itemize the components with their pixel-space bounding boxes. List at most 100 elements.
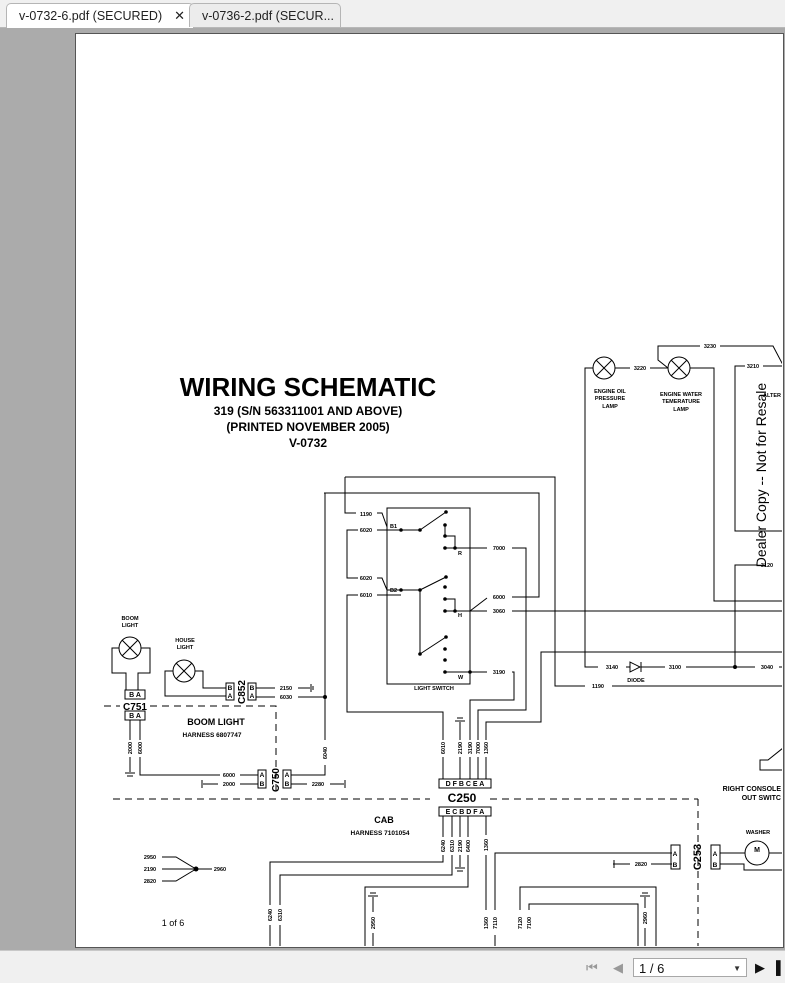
pin-label: A — [673, 851, 678, 858]
wire-label: 2280 — [312, 782, 324, 788]
c751-pins: B A — [129, 713, 141, 720]
wire-label: 2820 — [144, 879, 156, 885]
previous-page-icon[interactable]: ◀ — [613, 960, 623, 975]
diode-label: DIODE — [627, 678, 645, 684]
water-lamp-label: LAMP — [673, 407, 689, 413]
wire-label: 6240 — [268, 909, 274, 921]
wire-label: 6010 — [441, 742, 447, 754]
page-footer: 1 of 6 — [162, 918, 185, 928]
wire-label: 3060 — [493, 609, 505, 615]
wire-label: 3140 — [606, 665, 618, 671]
wire-label: 2950 — [144, 855, 156, 861]
page-indicator: 1 / 6 — [639, 961, 665, 976]
pin-label: A — [285, 772, 290, 779]
pin-label: B — [673, 862, 678, 869]
wire-label: 6400 — [466, 840, 472, 852]
house-light-label: HOUSE — [175, 638, 195, 644]
document-print-date: (PRINTED NOVEMBER 2005) — [226, 420, 389, 434]
c250-label: C250 — [448, 791, 477, 805]
boom-harness-number: HARNESS 6807747 — [183, 732, 242, 739]
c751-label: C751 — [123, 702, 147, 713]
boom-light-label: BOOM — [121, 616, 139, 622]
boom-light-label: LIGHT — [122, 623, 139, 629]
last-page-icon[interactable]: ▌ — [776, 960, 785, 975]
wire-label: 6000 — [223, 773, 235, 779]
wire-label: 2190 — [458, 840, 464, 852]
document-code: V-0732 — [289, 436, 327, 450]
light-switch-label: LIGHT SWITCH — [414, 686, 454, 692]
wire-label: 7000 — [493, 546, 505, 552]
water-lamp-label: TEMERATURE — [662, 399, 700, 405]
cab-harness-number: HARNESS 7101054 — [351, 830, 410, 837]
wire-label: 2960 — [643, 912, 649, 924]
wire-label: 6020 — [360, 528, 372, 534]
oil-lamp-label: LAMP — [602, 404, 618, 410]
c250-bottom-connector — [438, 806, 492, 817]
tab-v-0732-6[interactable]: v-0732-6.pdf (SECURED) ✕ — [6, 3, 194, 28]
wire-label: 6040 — [323, 747, 329, 759]
c852-label: C852 — [237, 680, 248, 704]
tab-v-0736-2[interactable]: v-0736-2.pdf (SECUR... — [189, 3, 341, 27]
wire-label: 7100 — [527, 917, 533, 929]
light-switch-box — [386, 507, 471, 685]
tab-bar: v-0732-6.pdf (SECURED) ✕ v-0736-2.pdf (S… — [0, 0, 785, 28]
wire-label: 1360 — [484, 839, 490, 851]
wire-label: 2190 — [458, 742, 464, 754]
c250-top-connector — [438, 778, 492, 789]
cab-harness-name: CAB — [374, 815, 394, 825]
pin-label: B — [713, 862, 718, 869]
wire-label: 3210 — [747, 364, 759, 370]
wire-label: 6310 — [450, 840, 456, 852]
page-navigation-bar: ⏮ ◀ 1 / 6 ▼ ▶ ▌ — [0, 950, 785, 983]
wire-label: 6000 — [138, 742, 144, 754]
wire-label: 7110 — [493, 917, 499, 929]
wire-label: 1190 — [360, 512, 372, 518]
next-page-icon[interactable]: ▶ — [755, 960, 765, 975]
pin-label: A — [713, 851, 718, 858]
wire-label: 6310 — [278, 909, 284, 921]
wire-label: 1190 — [592, 684, 604, 690]
wire-label: 3120 — [761, 563, 773, 569]
b1-label: B1 — [390, 524, 397, 530]
document-title: WIRING SCHEMATIC — [180, 372, 437, 402]
c250-top-pins: D F B C E A — [446, 781, 485, 788]
pin-label: A — [250, 693, 255, 700]
boom-harness-name: BOOM LIGHT — [187, 717, 245, 727]
pin-label: A — [228, 693, 233, 700]
wire-label: 7120 — [518, 917, 524, 929]
wire-label: 2000 — [223, 782, 235, 788]
wire-label: 6030 — [280, 695, 292, 701]
c253-label: C253 — [692, 844, 704, 870]
wire-label: 2820 — [635, 862, 647, 868]
wire-label: 3190 — [468, 742, 474, 754]
wire-label: 2150 — [280, 686, 292, 692]
close-icon[interactable]: ✕ — [174, 8, 185, 23]
right-console-label: OUT SWITC — [742, 795, 781, 802]
pdf-page — [75, 33, 784, 948]
watermark: Dealer Copy -- Not for Resale — [753, 383, 769, 568]
pin-label: B — [285, 781, 290, 788]
oil-lamp-label: PRESSURE — [595, 396, 626, 402]
wire-label: 3230 — [704, 344, 716, 350]
page-selector[interactable]: 1 / 6 ▼ — [633, 958, 747, 977]
r-label: R — [458, 551, 462, 557]
alternator-label: ALTER — [763, 393, 781, 399]
wire-label: 2190 — [144, 867, 156, 873]
first-page-icon[interactable]: ⏮ — [586, 960, 598, 975]
house-light-label: LIGHT — [177, 645, 194, 651]
pin-label: B — [250, 685, 255, 692]
tab-label: v-0732-6.pdf (SECURED) — [19, 9, 163, 23]
wire-label: 6010 — [360, 593, 372, 599]
motor-label: M — [754, 847, 760, 854]
wire-label: 2950 — [371, 917, 377, 929]
document-subtitle: 319 (S/N 563311001 AND ABOVE) — [214, 404, 403, 418]
c750-label: C750 — [271, 768, 282, 792]
pin-label: A — [260, 772, 265, 779]
b2-label: B2 — [390, 588, 397, 594]
h-label: H — [458, 613, 462, 619]
wire-label: 2000 — [128, 742, 134, 754]
water-lamp-label: ENGINE WATER — [660, 392, 702, 398]
chevron-down-icon[interactable]: ▼ — [733, 964, 741, 973]
wire-label: 6000 — [493, 595, 505, 601]
